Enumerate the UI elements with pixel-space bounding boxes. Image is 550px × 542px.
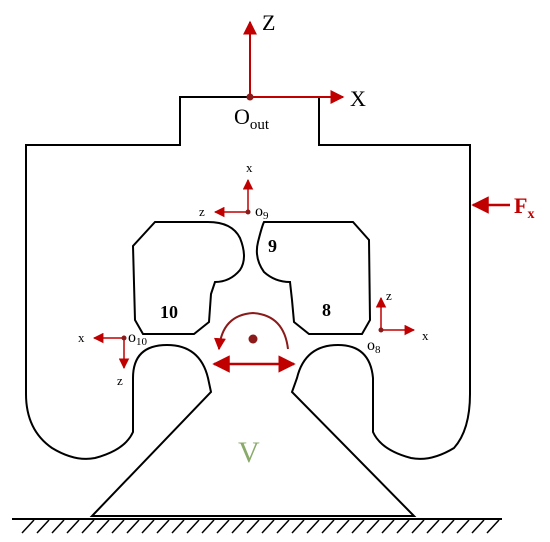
hinge-10-z-label: z (117, 373, 123, 388)
hinge-9-origin-sub: 9 (263, 210, 269, 222)
hinge-10-origin-label: o10 (128, 329, 148, 348)
rotation-arc (213, 311, 289, 351)
ground-hatch-line (96, 519, 110, 534)
ground-hatch-line (156, 519, 170, 534)
ground-hatch-line (486, 519, 500, 534)
hinge-10-origin-main: o (128, 329, 136, 346)
ground-hatch-line (306, 519, 320, 534)
hinge-10-x-label: x (78, 330, 85, 345)
ground-hatch-line (381, 519, 395, 534)
ground-hatch-line (351, 519, 365, 534)
hinge-9-z-label: z (199, 204, 205, 219)
ground (12, 518, 502, 534)
hinge-8-number: 8 (322, 300, 331, 320)
hinge-9-origin-dot (245, 209, 251, 215)
inner-block-left (131, 221, 245, 335)
hinge-10-number: 10 (160, 302, 178, 322)
force-sub: x (527, 207, 534, 222)
hinge-10-frame: x z o10 10 (78, 302, 178, 388)
ground-hatch-line (261, 519, 275, 534)
ground-hatch-line (126, 519, 140, 534)
hinge-9-x-label: x (246, 160, 253, 175)
ground-hatch-line (336, 519, 350, 534)
ground-hatch-line (246, 519, 260, 534)
ground-hatch-line (321, 519, 335, 534)
inner-block-right (255, 221, 372, 335)
ground-hatch-line (216, 519, 230, 534)
hinge-10-origin-dot (121, 335, 127, 341)
ground-hatch-line (471, 519, 485, 534)
output-origin-sub: out (250, 117, 270, 133)
output-frame: Z X Oout (234, 10, 366, 133)
ground-hatch-line (186, 519, 200, 534)
hinge-8-z-label: z (386, 288, 392, 303)
force-label: Fx (514, 193, 534, 222)
hinge-8-x-label: x (422, 328, 429, 343)
ground-hatch-line (201, 519, 215, 534)
ground-hatch-line (51, 519, 65, 534)
hinge-8-origin-label: o8 (367, 337, 381, 356)
output-origin-label: Oout (234, 104, 270, 133)
ground-hatch-line (36, 519, 50, 534)
output-origin-main: O (234, 104, 250, 129)
hinge-8-frame: z x o8 8 (322, 288, 429, 356)
hinge-10-origin-sub: 10 (136, 336, 148, 348)
hinge-9-origin-main: o (255, 203, 263, 220)
ground-hatch-line (66, 519, 80, 534)
input-motion-indicator: V (212, 311, 296, 469)
ground-hatching (21, 519, 500, 534)
ground-hatch-line (411, 519, 425, 534)
hinge-9-number: 9 (268, 236, 277, 256)
output-x-label: X (350, 86, 366, 111)
hinge-8-origin-main: o (367, 337, 375, 354)
ground-hatch-line (396, 519, 410, 534)
ground-hatch-line (171, 519, 185, 534)
mechanism-body-outline (25, 96, 471, 517)
hinge-9-origin-label: o9 (255, 203, 269, 222)
ground-hatch-line (366, 519, 380, 534)
ground-hatch-line (456, 519, 470, 534)
ground-hatch-line (426, 519, 440, 534)
output-origin-dot (246, 93, 254, 101)
ground-hatch-line (141, 519, 155, 534)
hinge-8-origin-sub: 8 (375, 344, 381, 356)
hinge-9-frame: x z o9 9 (199, 160, 277, 256)
ground-hatch-line (81, 519, 95, 534)
ground-hatch-line (231, 519, 245, 534)
ground-hatch-line (441, 519, 455, 534)
force-fx: Fx (471, 193, 534, 222)
output-z-label: Z (262, 10, 275, 35)
ground-hatch-line (111, 519, 125, 534)
force-main: F (514, 193, 527, 218)
ground-hatch-line (276, 519, 290, 534)
ground-hatch-line (291, 519, 305, 534)
input-center-dot (248, 334, 258, 344)
ground-hatch-line (21, 519, 35, 534)
hinge-8-origin-dot (378, 327, 384, 333)
input-v-label: V (238, 436, 260, 469)
